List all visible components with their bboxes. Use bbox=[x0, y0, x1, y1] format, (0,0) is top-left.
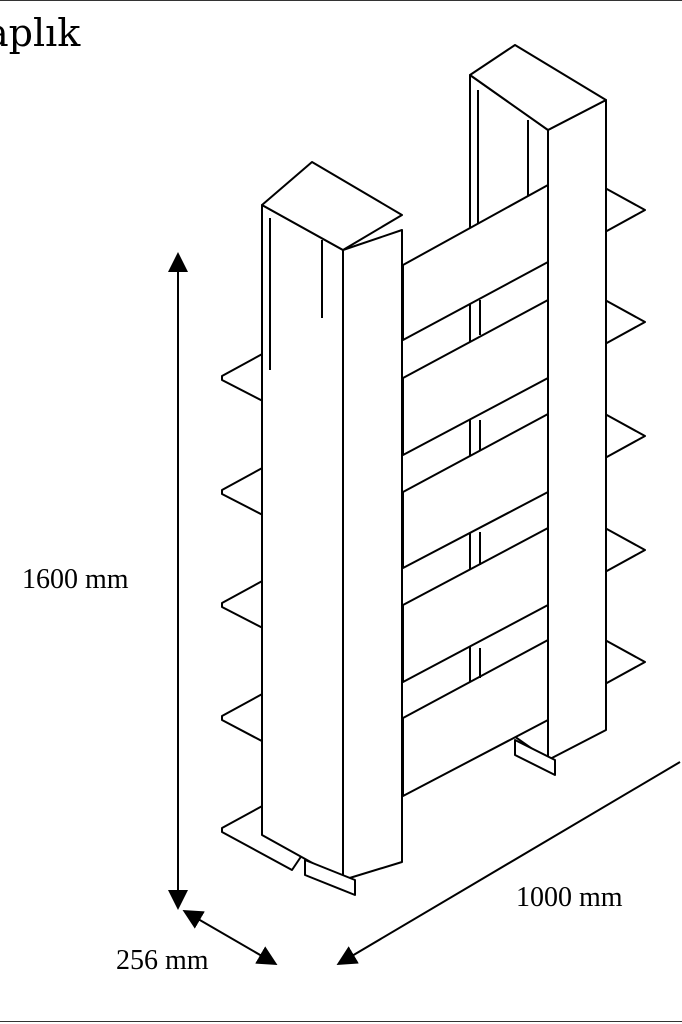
height-label: 1600 mm bbox=[22, 564, 129, 595]
left-post bbox=[261, 161, 403, 896]
depth-arrow bbox=[182, 909, 278, 966]
middle-planks bbox=[402, 184, 549, 797]
top-border bbox=[0, 0, 682, 1]
bottom-border bbox=[0, 1021, 682, 1022]
depth-label: 256 mm bbox=[116, 945, 209, 976]
width-label: 1000 mm bbox=[516, 882, 623, 913]
width-arrow bbox=[336, 761, 681, 966]
title: aplık bbox=[0, 11, 81, 55]
